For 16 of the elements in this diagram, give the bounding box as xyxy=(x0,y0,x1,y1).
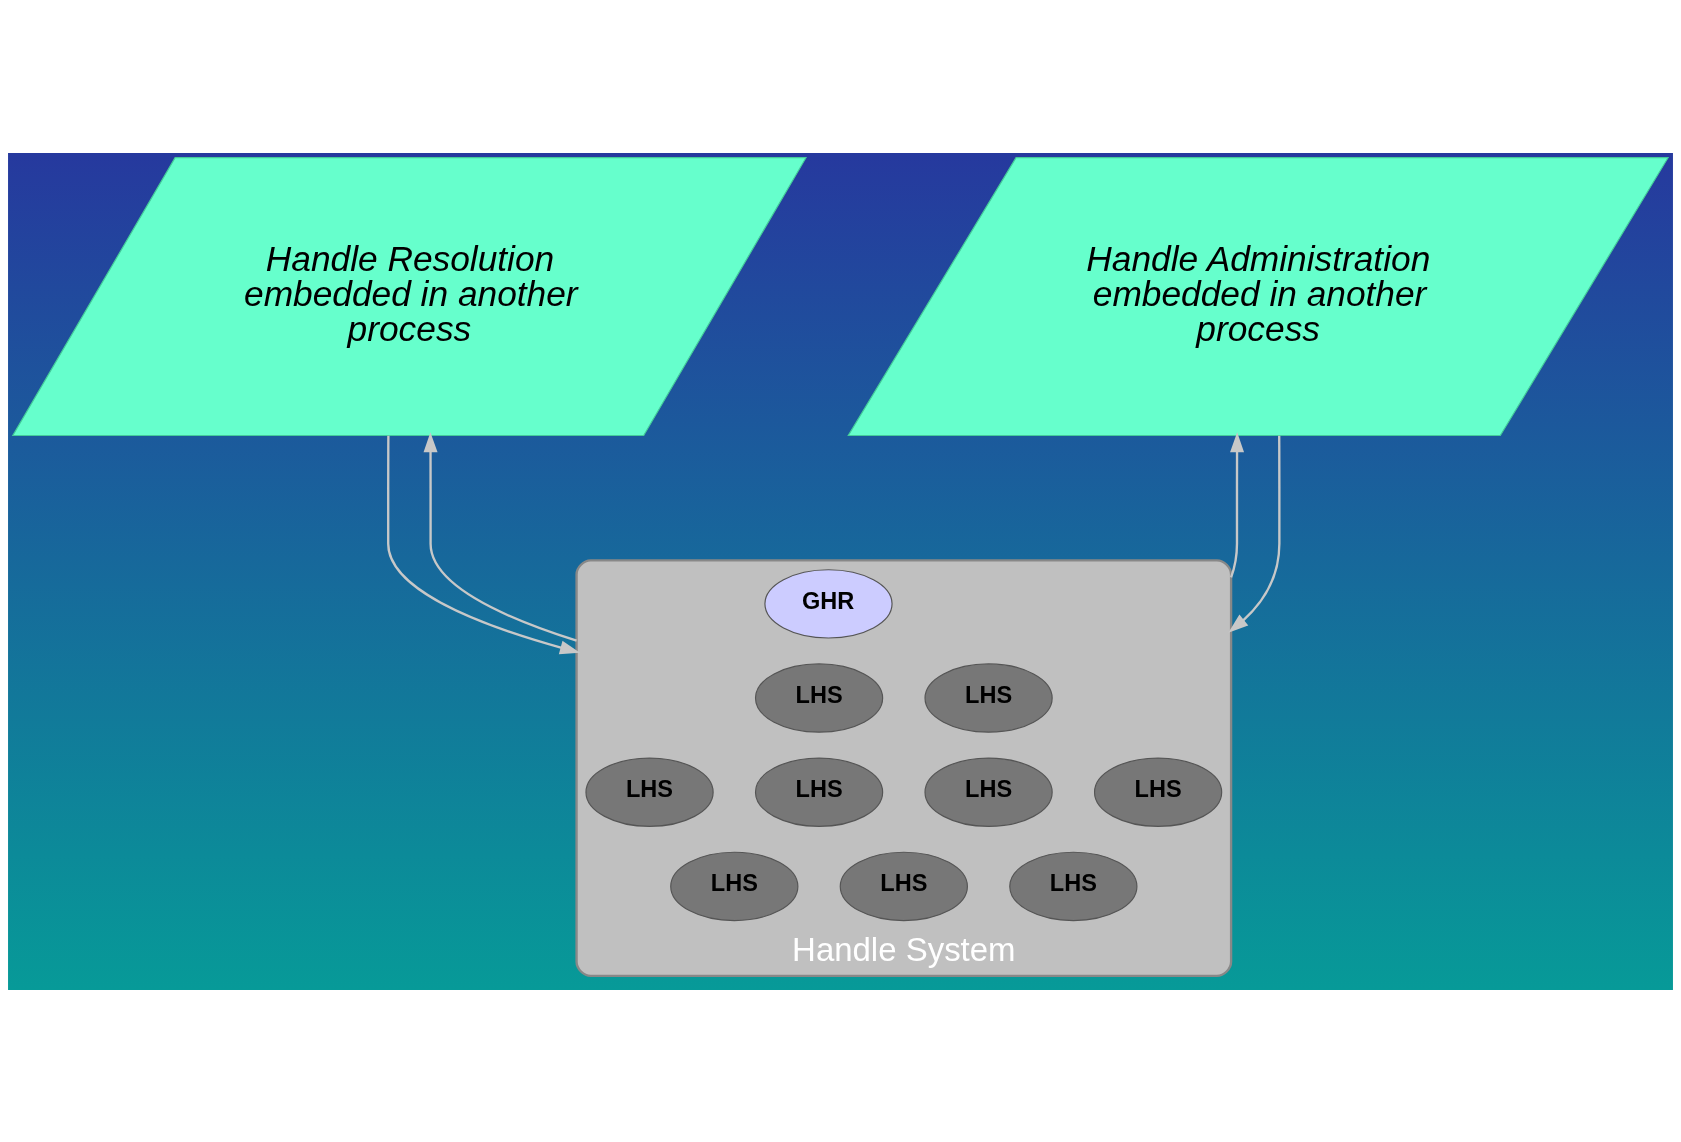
cluster xyxy=(575,558,1233,977)
node-ellipse: LHS xyxy=(924,662,1053,733)
arrow xyxy=(1230,431,1245,578)
node-ellipse: LHS xyxy=(585,757,714,827)
node-ellipse: LHS xyxy=(924,757,1053,827)
node-ellipse: LHS xyxy=(1009,851,1138,921)
node-ellipse: LHS xyxy=(1093,757,1223,827)
arrow xyxy=(1228,435,1281,633)
node-ellipse: LHS xyxy=(754,757,884,827)
node-ellipse: LHS xyxy=(670,851,799,921)
node-ellipse: LHS xyxy=(839,851,968,921)
node-ellipse: LHS xyxy=(754,662,884,733)
node-label: Handle System xyxy=(792,930,1016,968)
arrow xyxy=(423,431,577,642)
arrow xyxy=(387,435,580,654)
node-ellipse: GHR xyxy=(764,568,893,639)
